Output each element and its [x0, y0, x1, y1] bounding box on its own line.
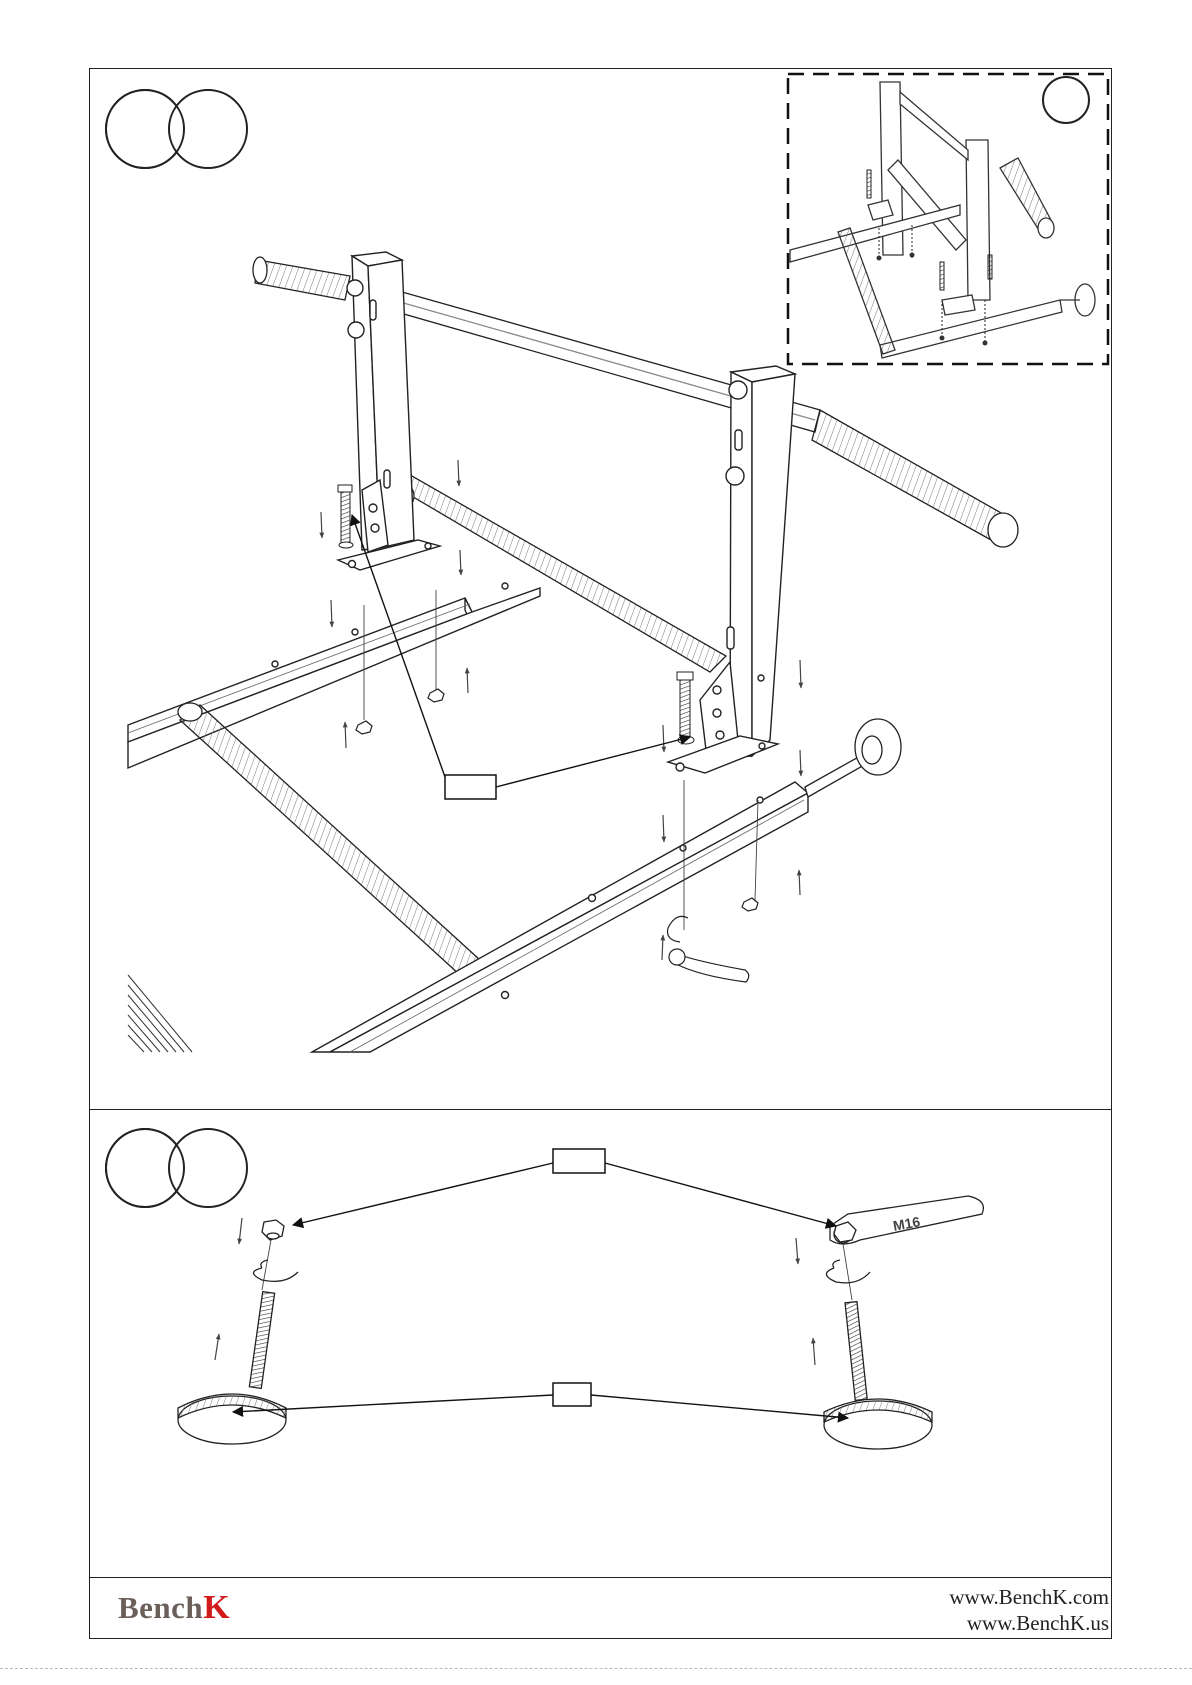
wrench-small	[668, 916, 749, 982]
step-b-motion-arrows	[215, 1218, 815, 1365]
cross-bar-middle	[390, 476, 726, 672]
leveling-foot-left	[178, 1220, 298, 1444]
logo-main-text: Bench	[118, 1590, 203, 1625]
cross-bar-lower	[178, 703, 480, 975]
nuts	[356, 689, 758, 911]
logo-accent-text: K	[203, 1589, 230, 1626]
footer-urls: www.BenchK.com www.BenchK.us	[949, 1584, 1109, 1636]
brand-logo: BenchK	[118, 1589, 278, 1629]
step-a-number-circles	[106, 90, 247, 168]
bench-corner	[128, 975, 192, 1052]
wrench-marking: M16	[892, 1213, 922, 1234]
frame-rail-front	[312, 782, 808, 1052]
frame-rail-left	[128, 583, 540, 768]
step-b-number-circles	[106, 1129, 247, 1207]
footer-url-us[interactable]: www.BenchK.us	[949, 1610, 1109, 1636]
footer-url-com[interactable]: www.BenchK.com	[949, 1584, 1109, 1610]
foot-callout	[233, 1383, 848, 1418]
leveling-foot-right	[824, 1196, 983, 1449]
page-bottom-rule	[0, 1668, 1192, 1669]
detail-inset	[788, 74, 1108, 364]
foot-rod-right	[805, 719, 901, 797]
nut-callout	[293, 1149, 836, 1226]
